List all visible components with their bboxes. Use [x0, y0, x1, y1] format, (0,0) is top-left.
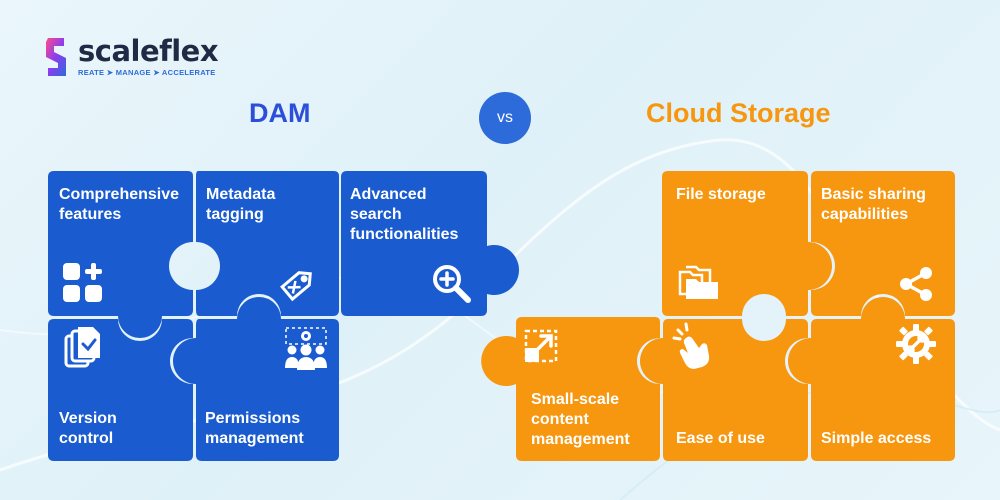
label-metadata-text: Metadata tagging: [206, 186, 276, 223]
label-simple-access: Simple access: [821, 429, 931, 449]
label-comprehensive-features: Comprehensive features: [59, 185, 179, 225]
folders-icon: [678, 265, 718, 299]
tags-icon: [280, 271, 312, 302]
gear-link-icon: [896, 324, 936, 364]
label-comprehensive-text: Comprehensive features: [59, 186, 180, 223]
label-file-storage: File storage: [676, 185, 766, 205]
grid-plus-icon: [63, 263, 102, 302]
label-permissions-management: Permissions management: [205, 409, 304, 449]
dam-piece-search: [341, 171, 519, 316]
brand-logo: scaleflex REATE ➤ MANAGE ➤ ACCELERATE: [44, 34, 219, 80]
share-icon: [900, 267, 932, 301]
label-advanced-search: Advanced search functionalities: [350, 185, 458, 245]
label-simple-text: Simple access: [821, 430, 932, 447]
scaleflex-logo-icon: [46, 38, 66, 76]
label-permissions-text: Permissions management: [205, 410, 304, 447]
vs-badge: vs: [479, 92, 531, 144]
label-file-storage-text: File storage: [676, 186, 766, 203]
cloud-piece-sharing: [811, 171, 955, 316]
label-sharing-text: Basic sharing capabilities: [821, 186, 926, 223]
label-search-text: Advanced search functionalities: [350, 186, 459, 243]
search-plus-icon: [433, 265, 471, 303]
brand-name: scaleflex: [78, 34, 219, 68]
label-basic-sharing: Basic sharing capabilities: [821, 185, 926, 225]
label-version-text: Version control: [59, 410, 117, 447]
documents-check-icon: [64, 327, 100, 368]
users-gear-icon: [285, 327, 327, 370]
hand-pointer-icon: [672, 322, 710, 369]
dam-piece-permissions: [173, 297, 339, 461]
label-ease-text: Ease of use: [676, 430, 765, 447]
dam-heading: DAM: [249, 98, 311, 128]
label-small-scale-text: Small-scale content management: [531, 391, 630, 448]
expand-arrow-icon: [524, 329, 558, 363]
label-ease-of-use: Ease of use: [676, 429, 765, 449]
label-version-control: Version control: [59, 409, 117, 449]
brand-tagline: REATE ➤ MANAGE ➤ ACCELERATE: [78, 68, 216, 77]
label-metadata-tagging: Metadata tagging: [206, 185, 275, 225]
cloud-storage-heading: Cloud Storage: [646, 98, 831, 128]
cloud-piece-file-storage: [662, 171, 832, 316]
dam-piece-comprehensive: [48, 171, 193, 338]
label-small-scale: Small-scale content management: [531, 390, 630, 450]
